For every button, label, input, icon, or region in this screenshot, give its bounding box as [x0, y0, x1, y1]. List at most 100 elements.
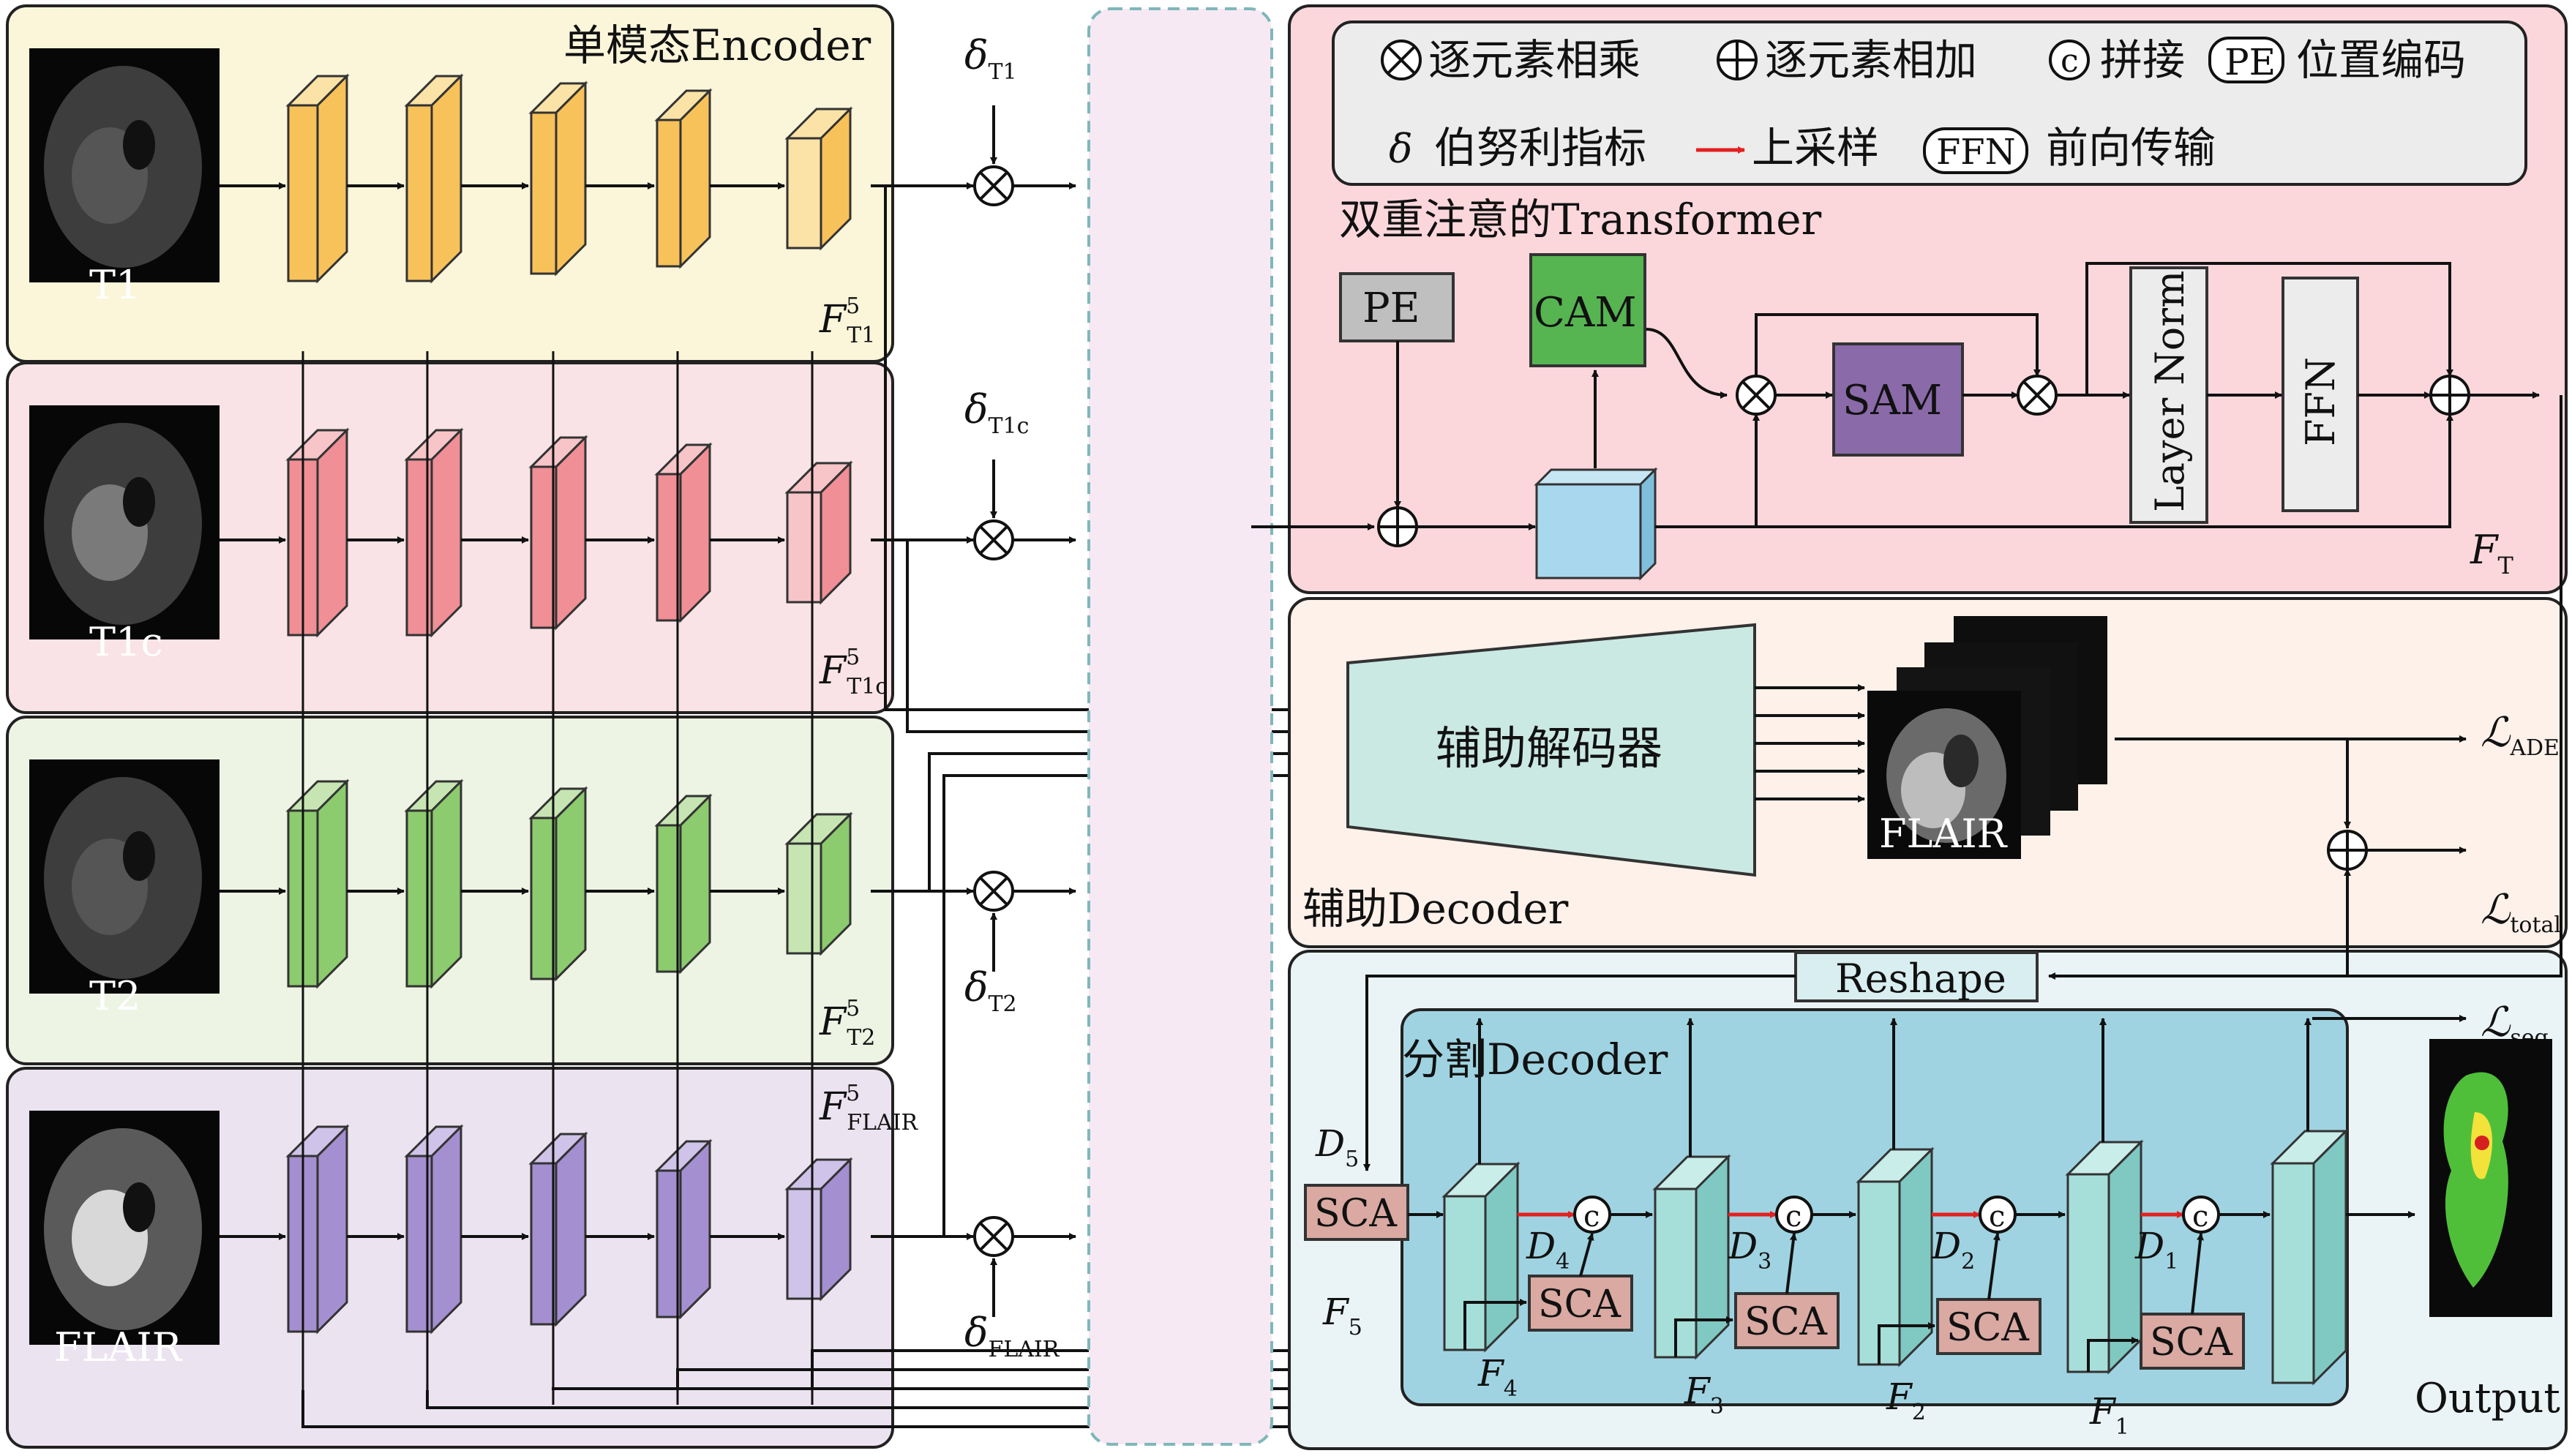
- svg-text:FLAIR: FLAIR: [1879, 811, 2008, 857]
- legend-ffn-text: 前向传输: [2046, 123, 2216, 173]
- legend-upsample: 上采样: [1696, 123, 1879, 173]
- legend-delta-text: 伯努利指标: [1434, 123, 1646, 173]
- sca-block-1: SCA: [1304, 1184, 1409, 1241]
- seg-decoder-block-3: [1856, 1147, 1935, 1367]
- segmentation-output: [2429, 1039, 2552, 1317]
- pe-add-op: [1377, 506, 1418, 547]
- modality-label-t2: T2: [89, 973, 140, 1019]
- svg-text:Layer Norm: Layer Norm: [2147, 271, 2193, 512]
- encoder-block-flair-5: [784, 1157, 853, 1302]
- modality-label-flair: FLAIR: [54, 1324, 183, 1370]
- aux-decoder-outputs: [1755, 684, 1865, 803]
- skip-feature-label-4: F2: [1886, 1376, 1926, 1425]
- mri-t1-image: [29, 48, 220, 282]
- token-cube: [1534, 467, 1658, 581]
- encoder-block-t1c-1: [285, 427, 350, 638]
- encoder-block-t2-5: [784, 811, 853, 956]
- svg-text:SAM: SAM: [1842, 377, 1942, 424]
- legend-mul-text: 逐元素相乘: [1428, 35, 1641, 85]
- bernoulli-mul-op-t1: [973, 165, 1014, 206]
- svg-text:CAM: CAM: [1534, 289, 1637, 337]
- encoder-block-t2-4: [654, 793, 713, 975]
- sca-block-3: SCA: [1734, 1292, 1840, 1349]
- modality-label-t1c: T1c: [89, 619, 163, 665]
- svg-text:δ: δ: [1389, 126, 1413, 172]
- legend-add-text: 逐元素相加: [1765, 35, 1977, 85]
- concat-op-2: c: [1775, 1196, 1813, 1234]
- transformer-title: 双重注意的Transformer: [1339, 195, 1822, 244]
- encoder-block-t1-3: [528, 80, 588, 277]
- sam-block: [1832, 342, 1964, 457]
- encoder-block-flair-3: [528, 1131, 588, 1327]
- encoder-block-t1-2: [404, 73, 464, 284]
- skip-feature-label-1: F5: [1322, 1291, 1362, 1340]
- svg-text:FFN: FFN: [1936, 132, 2016, 173]
- legend-cat-text: 拼接: [2100, 35, 2185, 85]
- skip-feature-label-2: F4: [1477, 1352, 1518, 1402]
- loss-total-label: ℒtotal: [2481, 886, 2561, 938]
- delta-label-t1: δT1: [964, 32, 1017, 85]
- cam-mul-op: [1736, 375, 1777, 416]
- encoder-block-flair-4: [654, 1138, 713, 1320]
- legend-mul: 逐元素相乘: [1381, 35, 1641, 85]
- legend-pe-text: 位置编码: [2296, 35, 2466, 85]
- seg-decoder-title: 分割Decoder: [1402, 1035, 1668, 1084]
- delta-label-t1c: δT1c: [964, 386, 1029, 439]
- svg-text:c: c: [2192, 1200, 2208, 1234]
- legend-pe: PE 位置编码: [2208, 35, 2466, 85]
- seg-decoder-block-2: [1652, 1154, 1731, 1360]
- seg-decoder-block-1: [1441, 1161, 1521, 1353]
- decoder-feature-label-2: D3: [1728, 1225, 1771, 1275]
- reshape-block: [1794, 951, 2039, 1002]
- seg-decoder-block-5: [2270, 1128, 2349, 1386]
- skip-feature-label-3: F3: [1684, 1370, 1724, 1419]
- reshape-label: Reshape: [1835, 956, 2006, 1002]
- modality-label-t1: T1: [89, 262, 140, 308]
- encoder-block-flair-1: [285, 1124, 350, 1335]
- decoder-feature-label-1: D4: [1526, 1225, 1570, 1275]
- svg-text:PE: PE: [1362, 285, 1420, 332]
- sca-block-2: SCA: [1528, 1275, 1633, 1332]
- ffn-add-op: [2429, 375, 2470, 416]
- ffn-block: [2282, 277, 2359, 512]
- mri-flair-image: [29, 1111, 220, 1345]
- bernoulli-mul-op-flair: [973, 1216, 1014, 1257]
- total-add-op: [2327, 830, 2368, 871]
- svg-text:SCA: SCA: [1538, 1283, 1621, 1326]
- concat-op-3: c: [1979, 1196, 2017, 1234]
- layer-norm-block: [2129, 266, 2208, 524]
- encoder-block-t2-1: [285, 778, 350, 989]
- concat-op-1: c: [1573, 1196, 1611, 1234]
- encoder-block-t1c-5: [784, 460, 853, 605]
- encoder-block-t1-4: [654, 88, 713, 269]
- encoder-block-t2-3: [528, 786, 588, 982]
- legend-add: 逐元素相加: [1717, 35, 1977, 85]
- decoder-feature-label-5: D5: [1315, 1122, 1359, 1172]
- svg-text:FFN: FFN: [2298, 357, 2344, 446]
- encoder-title: 单模态Encoder: [563, 20, 871, 70]
- delta-label-flair: δFLAIR: [964, 1310, 1060, 1362]
- legend-cat: c 拼接: [2049, 35, 2185, 85]
- svg-text:SCA: SCA: [2150, 1321, 2233, 1365]
- encoder-block-t1-1: [285, 73, 350, 284]
- svg-text:c: c: [1785, 1200, 1801, 1234]
- bernoulli-mul-op-t1c: [973, 519, 1014, 560]
- delta-label-t2: δT2: [964, 964, 1017, 1017]
- encoder-block-t1c-2: [404, 427, 464, 638]
- legend-delta: δ 伯努利指标: [1389, 123, 1646, 173]
- svg-text:PE: PE: [2224, 41, 2276, 83]
- decoder-feature-label-4: D1: [2134, 1225, 2178, 1275]
- transformer-output-label: FT: [2470, 527, 2513, 579]
- sca-block-4: SCA: [1936, 1298, 2042, 1355]
- skip-feature-label-5: F1: [2089, 1390, 2129, 1440]
